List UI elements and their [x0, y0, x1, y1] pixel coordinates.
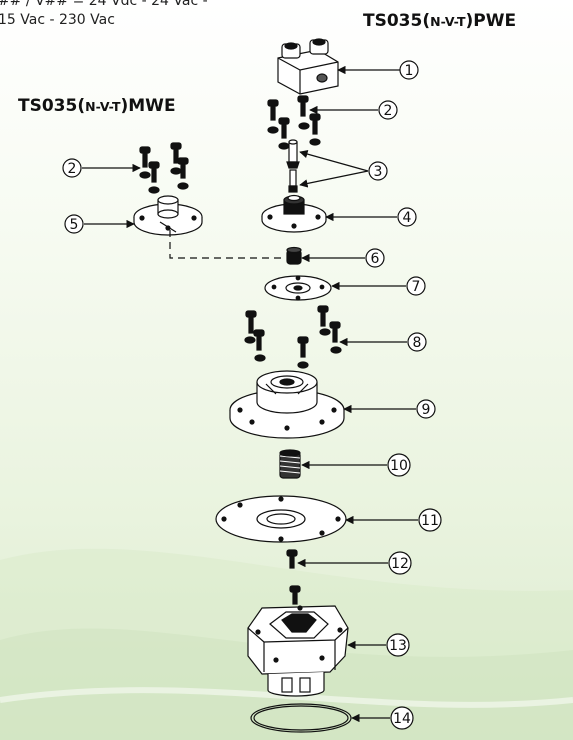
model-prefix: TS035( [18, 96, 86, 116]
voltage-line-2: 15 Vac - 230 Vac [0, 12, 115, 28]
part-valve-body [229, 370, 345, 439]
callout-number: 2 [384, 103, 393, 119]
part-pilot-cover [261, 194, 327, 233]
callout-number: 4 [403, 210, 412, 226]
callout-6: 6 [365, 248, 385, 268]
callout-11: 11 [418, 508, 442, 532]
callout-13: 13 [386, 633, 410, 657]
part-bushing [286, 246, 302, 265]
part-spring [279, 449, 301, 479]
callout-number: 6 [371, 251, 380, 267]
model-title-manual: TS035(N-V-T)MWE [18, 96, 176, 116]
leader-lines [82, 65, 418, 723]
model-suffix: )MWE [120, 96, 176, 116]
model-title-pilot: TS035(N-V-T)PWE [363, 11, 516, 31]
dashed-link [169, 230, 286, 259]
part-plunger [286, 139, 300, 193]
model-variant: N-V-T [430, 14, 466, 29]
part-bottom-body [289, 585, 301, 605]
callout-14: 14 [390, 706, 414, 730]
callout-number: 12 [391, 556, 409, 572]
callout-number: 5 [70, 217, 79, 233]
part-screws-left [139, 142, 189, 194]
callout-12: 12 [388, 551, 412, 575]
model-variant: N-V-T [85, 99, 121, 114]
callout-number: 2 [68, 161, 77, 177]
model-prefix: TS035( [363, 11, 431, 31]
callout-number: 7 [412, 279, 421, 295]
callout-9: 9 [416, 399, 436, 419]
callout-number: 11 [421, 513, 439, 529]
callout-3: 3 [368, 161, 388, 181]
callout-2-left: 2 [62, 158, 82, 178]
callout-number: 8 [413, 335, 422, 351]
callout-number: 10 [390, 458, 408, 474]
part-screws-body [244, 305, 342, 369]
callout-8: 8 [407, 332, 427, 352]
callout-number: 3 [374, 164, 383, 180]
part-pilot-plate [264, 275, 332, 301]
part-center-screw [286, 549, 298, 569]
callout-10: 10 [387, 453, 411, 477]
callout-7: 7 [406, 276, 426, 296]
callout-5: 5 [64, 214, 84, 234]
callout-2-right: 2 [378, 100, 398, 120]
part-solenoid-coil [277, 38, 339, 95]
part-bottom-flange [247, 605, 349, 697]
callout-number: 1 [405, 63, 414, 79]
callout-number: 13 [389, 638, 407, 654]
model-suffix: )PWE [465, 11, 517, 31]
part-screws-right [267, 95, 321, 150]
callout-4: 4 [397, 207, 417, 227]
part-diaphragm [215, 495, 347, 543]
part-o-ring [250, 703, 352, 733]
part-manual-cover [133, 195, 203, 236]
voltage-line-1: ## / V## = 24 Vdc - 24 Vac - [0, 0, 208, 9]
callout-1: 1 [399, 60, 419, 80]
callout-number: 14 [393, 711, 411, 727]
callout-number: 9 [422, 402, 431, 418]
